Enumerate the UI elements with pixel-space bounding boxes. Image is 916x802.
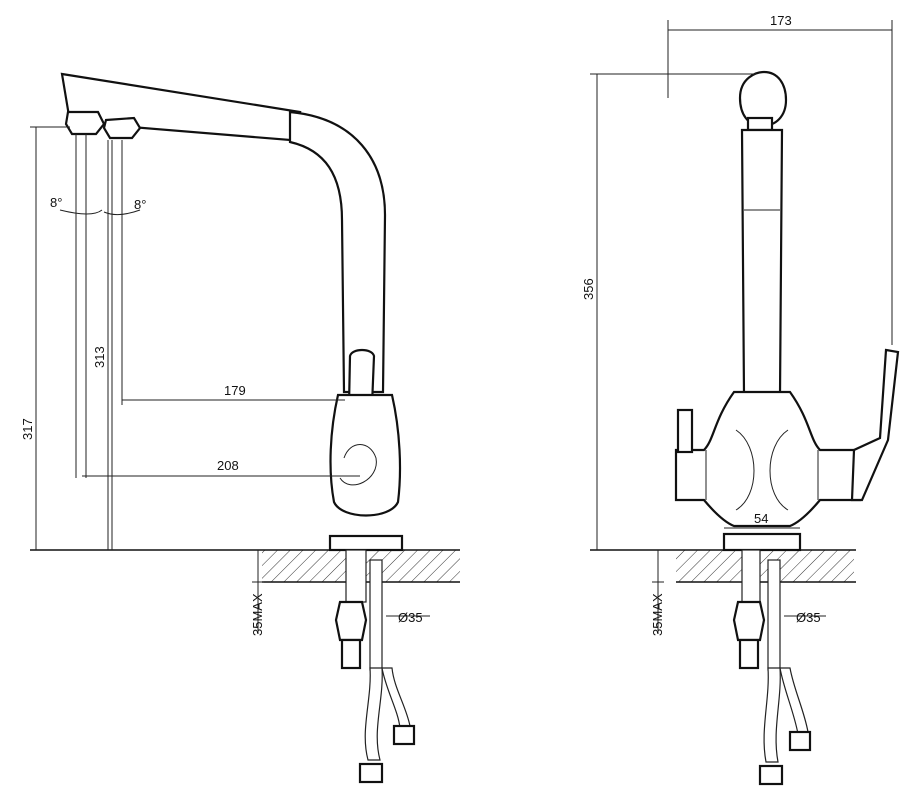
filter-knob xyxy=(676,408,694,454)
countertop-side xyxy=(30,549,460,583)
valve-body-front xyxy=(674,390,862,528)
dim-hole-diameter-label-side: Ø35 xyxy=(398,610,423,625)
angle-right-label: 8° xyxy=(134,197,146,212)
dim-max-thickness-label-side: 35MAX xyxy=(250,593,265,636)
hose-braided-side xyxy=(369,559,383,671)
dim-height-label: 356 xyxy=(581,278,596,300)
base-side xyxy=(328,534,404,552)
valve-body-side xyxy=(329,393,402,517)
dim-width-label: 173 xyxy=(770,13,792,28)
outlet-nozzle-left xyxy=(64,110,106,136)
riser-front xyxy=(740,128,784,397)
hose-braided-front xyxy=(767,559,781,671)
shank-side xyxy=(345,549,367,603)
dim-height-spout-label: 313 xyxy=(92,346,107,368)
front-view: 173 356 54 35MAX Ø35 xyxy=(581,13,900,786)
dim-reach-inner-label: 179 xyxy=(224,383,246,398)
dim-reach-outer-label: 208 xyxy=(217,458,239,473)
countertop-front xyxy=(590,549,856,583)
connector-side xyxy=(334,600,368,642)
dim-height-total-label: 317 xyxy=(20,418,35,440)
dim-max-thickness-label-front: 35MAX xyxy=(650,593,665,636)
side-view: 8° 8° 317 313 179 208 35MAX Ø35 xyxy=(20,72,460,784)
angle-left-label: 8° xyxy=(50,195,62,210)
shank-front xyxy=(741,549,761,603)
outlet-nozzle-right xyxy=(102,116,142,140)
spout-neck xyxy=(288,110,387,394)
base-front xyxy=(722,532,802,552)
handle-lever-front xyxy=(850,348,900,502)
dim-hole-diameter-label-front: Ø35 xyxy=(796,610,821,625)
dim-base-label: 54 xyxy=(754,511,768,526)
